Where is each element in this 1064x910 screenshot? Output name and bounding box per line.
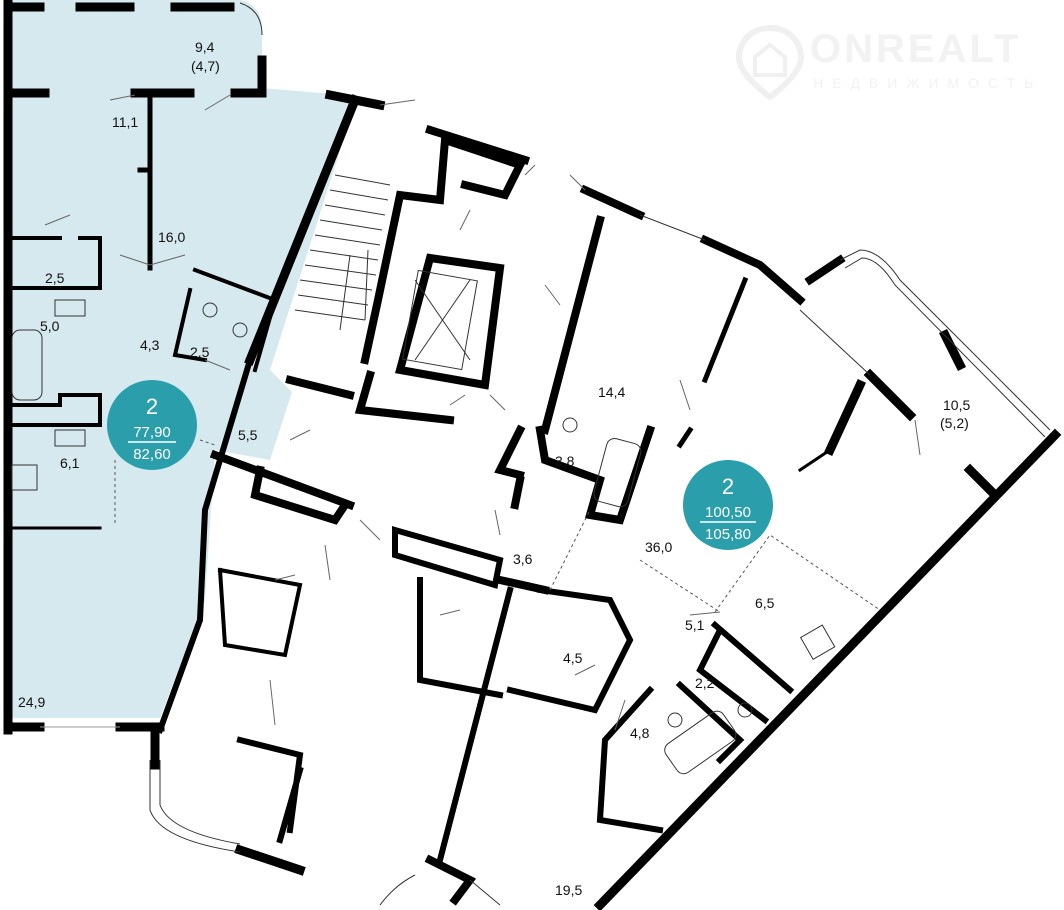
staircase bbox=[294, 174, 478, 371]
room-label: 4,8 bbox=[630, 725, 650, 741]
windows bbox=[40, 2, 1051, 906]
stove-icon bbox=[11, 464, 38, 491]
room-label: 19,5 bbox=[555, 882, 582, 898]
house-pin-icon bbox=[735, 25, 805, 100]
fixtures bbox=[11, 299, 836, 775]
apartment-1-area[interactable] bbox=[8, 0, 355, 718]
badge-total-area: 82,60 bbox=[133, 446, 171, 463]
toilet-icon bbox=[667, 712, 683, 728]
doors bbox=[44, 94, 921, 731]
room-label: 9,4 bbox=[195, 39, 215, 55]
toilet-icon bbox=[202, 302, 218, 318]
room-labels: 9,4 (4,7) 11,1 16,0 2,5 5,0 4,3 2,5 5,5 … bbox=[18, 39, 970, 898]
room-label: 2,5 bbox=[45, 270, 65, 286]
room-label: 2,2 bbox=[695, 675, 715, 691]
stove-icon bbox=[799, 624, 836, 660]
walls bbox=[3, 0, 1062, 910]
room-label: 5,0 bbox=[40, 318, 60, 334]
sink-icon bbox=[54, 429, 86, 447]
room-label: (4,7) bbox=[191, 58, 220, 74]
room-label: 10,5 bbox=[943, 397, 970, 413]
room-label: 6,5 bbox=[755, 595, 775, 611]
badge-living-area: 77,90 bbox=[133, 424, 171, 441]
toilet-icon bbox=[737, 702, 753, 718]
bathtub-icon bbox=[664, 710, 737, 775]
toilet-icon bbox=[562, 417, 578, 433]
sink-icon bbox=[54, 299, 86, 317]
room-label: 6,1 bbox=[60, 455, 80, 471]
room-label: 5,5 bbox=[238, 427, 258, 443]
room-label: 24,9 bbox=[18, 694, 45, 710]
room-label: 4,5 bbox=[563, 650, 583, 666]
room-label: 16,0 bbox=[158, 229, 185, 245]
badge-total-area: 105,80 bbox=[705, 526, 751, 543]
room-label: 4,3 bbox=[140, 337, 160, 353]
room-label: 14,4 bbox=[598, 384, 625, 400]
logo-subtitle: НЕДВИЖИМОСТЬ bbox=[813, 75, 1043, 91]
room-label: (5,2) bbox=[940, 415, 969, 431]
apartment-badge-2[interactable]: 2 100,50 105,80 bbox=[683, 460, 773, 550]
badge-living-area: 100,50 bbox=[705, 504, 751, 521]
room-label: 11,1 bbox=[112, 114, 138, 130]
room-label: 3,6 bbox=[513, 551, 533, 567]
badge-rooms: 2 bbox=[722, 474, 734, 499]
logo-brand: ONREALT bbox=[810, 27, 1022, 71]
room-label: 3,8 bbox=[555, 453, 575, 469]
toilet-icon bbox=[232, 322, 248, 338]
bathtub-icon bbox=[593, 437, 642, 508]
badge-rooms: 2 bbox=[146, 394, 158, 419]
room-label: 2,5 bbox=[190, 344, 210, 360]
room-label: 5,1 bbox=[685, 617, 705, 633]
bathtub-icon bbox=[11, 329, 43, 401]
room-label: 36,0 bbox=[645, 539, 672, 555]
apartment-badge-1[interactable]: 2 77,90 82,60 bbox=[107, 380, 197, 470]
